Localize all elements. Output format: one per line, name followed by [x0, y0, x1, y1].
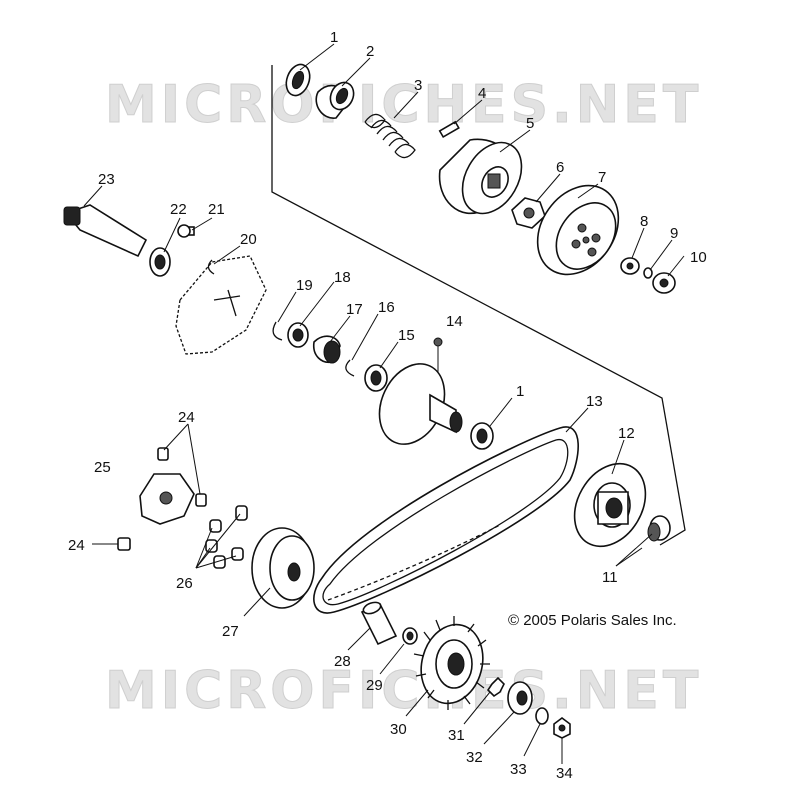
callout-13: 13 — [586, 393, 603, 410]
part-cam-plate — [139, 473, 195, 525]
part-slider-a — [157, 447, 169, 461]
callout-5: 5 — [526, 115, 534, 132]
part-spacer — [360, 601, 398, 646]
callout-23: 23 — [98, 171, 115, 188]
assembly-outline — [271, 65, 686, 546]
part-seal — [287, 322, 309, 348]
part-spring — [364, 113, 416, 159]
callouts: 1 2 3 4 5 6 7 8 9 10 11 12 13 14 15 16 1… — [68, 29, 707, 782]
part-shaft — [63, 204, 148, 258]
callout-3: 3 — [414, 77, 422, 94]
callout-12: 12 — [618, 425, 635, 442]
part-slider-b — [195, 493, 207, 507]
part-slider-c — [117, 537, 131, 551]
callout-11: 11 — [602, 569, 618, 586]
callout-24-lower: 24 — [68, 537, 85, 554]
callout-22: 22 — [170, 201, 187, 218]
part-end-collar — [647, 515, 671, 542]
part-bushing — [315, 81, 355, 119]
copyright-notice: © 2005 Polaris Sales Inc. — [508, 612, 677, 629]
callout-20: 20 — [240, 231, 257, 248]
part-needle-bearing — [312, 335, 341, 364]
callout-25: 25 — [94, 459, 111, 476]
callout-1: 1 — [330, 29, 338, 46]
callout-30: 30 — [390, 721, 407, 738]
part-drum — [536, 184, 620, 276]
part-driven-pulley — [573, 462, 647, 548]
part-drive-belt — [313, 426, 579, 614]
part-collar — [364, 364, 388, 392]
part-snap-ring — [345, 359, 355, 377]
part-fan — [413, 616, 490, 710]
part-nut-34 — [553, 717, 571, 739]
callout-7: 7 — [598, 169, 606, 186]
part-ring — [272, 321, 283, 341]
part-driven-sheave — [378, 363, 463, 445]
callout-1-lower: 1 — [516, 383, 524, 400]
part-nut — [511, 197, 546, 229]
part-clip — [207, 259, 215, 275]
part-washer — [643, 267, 653, 279]
callout-2: 2 — [366, 43, 374, 60]
callout-27: 27 — [222, 623, 239, 640]
callout-34: 34 — [556, 765, 573, 782]
callout-32: 32 — [466, 749, 483, 766]
part-star-washer — [486, 676, 505, 698]
part-bearing — [149, 247, 171, 277]
callout-21: 21 — [208, 201, 225, 218]
callout-28: 28 — [334, 653, 351, 670]
callout-19: 19 — [296, 277, 313, 294]
part-small-nut — [620, 257, 640, 275]
callout-16: 16 — [378, 299, 395, 316]
callout-26: 26 — [176, 575, 193, 592]
part-gasket-cover — [175, 255, 267, 355]
part-clutch — [438, 138, 523, 215]
callout-18: 18 — [334, 269, 351, 286]
part-pin — [438, 120, 460, 139]
leader-lines — [83, 43, 685, 764]
part-washer-33 — [535, 707, 549, 725]
part-flange-nut — [652, 272, 676, 294]
watermark-top: MICROFICHES.NET — [105, 75, 702, 135]
callout-15: 15 — [398, 327, 415, 344]
part-drive-sheave — [251, 527, 315, 609]
part-hub — [507, 681, 533, 715]
callout-17: 17 — [346, 301, 363, 318]
callout-14: 14 — [446, 313, 463, 330]
callout-4: 4 — [478, 85, 486, 102]
callout-10: 10 — [690, 249, 707, 266]
callout-33: 33 — [510, 761, 527, 778]
callout-8: 8 — [640, 213, 648, 230]
callout-24: 24 — [178, 409, 195, 426]
callout-6: 6 — [556, 159, 564, 176]
callout-31: 31 — [448, 727, 465, 744]
part-bolt — [177, 224, 195, 238]
part-seal-lower — [470, 422, 494, 450]
callout-9: 9 — [670, 225, 678, 242]
part-washer-29 — [402, 627, 418, 645]
watermark-bottom: MICROFICHES.NET — [105, 661, 702, 721]
callout-29: 29 — [366, 677, 383, 694]
part-seal-top — [285, 63, 311, 97]
